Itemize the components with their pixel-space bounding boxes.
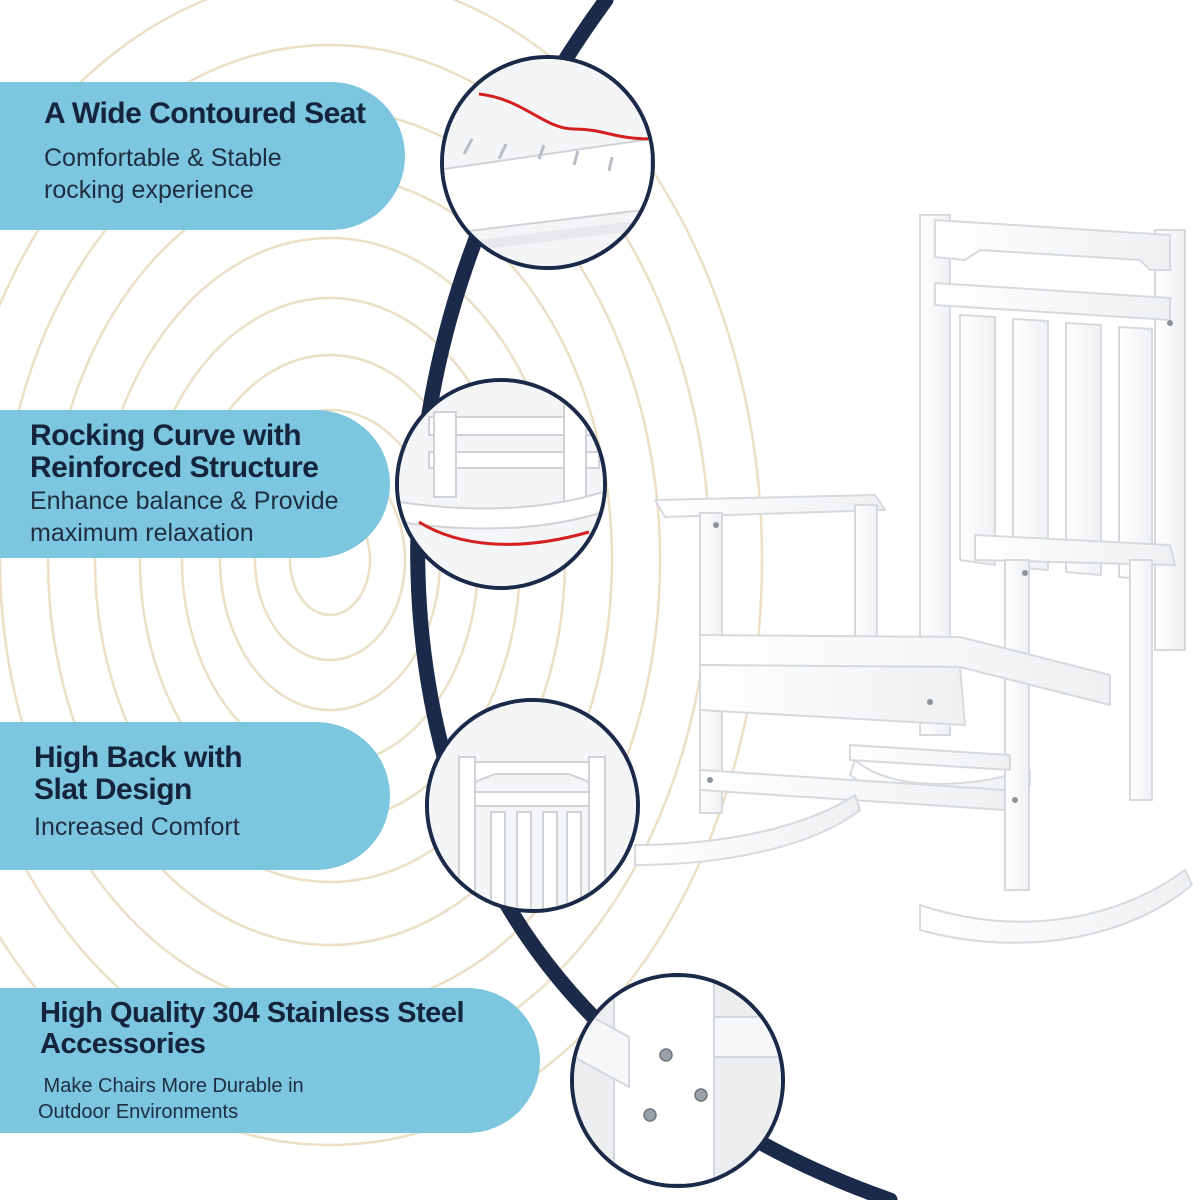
feature-title-line: High Quality 304 Stainless Steel <box>40 997 465 1029</box>
feature-desc-line: Outdoor Environments <box>38 1100 239 1123</box>
feature-card-stainless-steel: High Quality 304 Stainless Steel Accesso… <box>0 988 540 1133</box>
stainless-screws-detail-icon <box>570 973 785 1188</box>
feature-title-line: Rocking Curve with <box>30 419 302 452</box>
white-rocking-chair-icon <box>634 214 1193 944</box>
slat-back-detail-icon <box>425 698 640 913</box>
feature-desc-line: Make Chairs More Durable in <box>38 1074 304 1097</box>
feature-title-line: Accessories <box>40 1028 206 1061</box>
feature-desc-line: maximum relaxation <box>30 518 254 547</box>
feature-title-line: Slat Design <box>34 773 192 807</box>
feature-title-line: Reinforced Structure <box>30 451 319 485</box>
feature-card-rocking-curve: Rocking Curve with Reinforced Structure … <box>0 410 390 558</box>
feature-title-line: High Back with <box>34 741 243 774</box>
feature-desc-line: Enhance balance & Provide <box>30 486 339 515</box>
feature-desc-line: rocking experience <box>44 176 254 205</box>
feature-desc-line: Comfortable & Stable <box>44 144 282 173</box>
seat-curve-detail-icon <box>440 55 655 270</box>
feature-title-line: A Wide Contoured Seat <box>44 97 366 130</box>
feature-card-high-back: High Back with Slat Design Increased Com… <box>0 722 390 870</box>
rocker-curve-detail-icon <box>395 378 607 590</box>
feature-card-contoured-seat: A Wide Contoured Seat Comfortable & Stab… <box>0 82 405 230</box>
feature-desc-line: Increased Comfort <box>34 812 240 841</box>
